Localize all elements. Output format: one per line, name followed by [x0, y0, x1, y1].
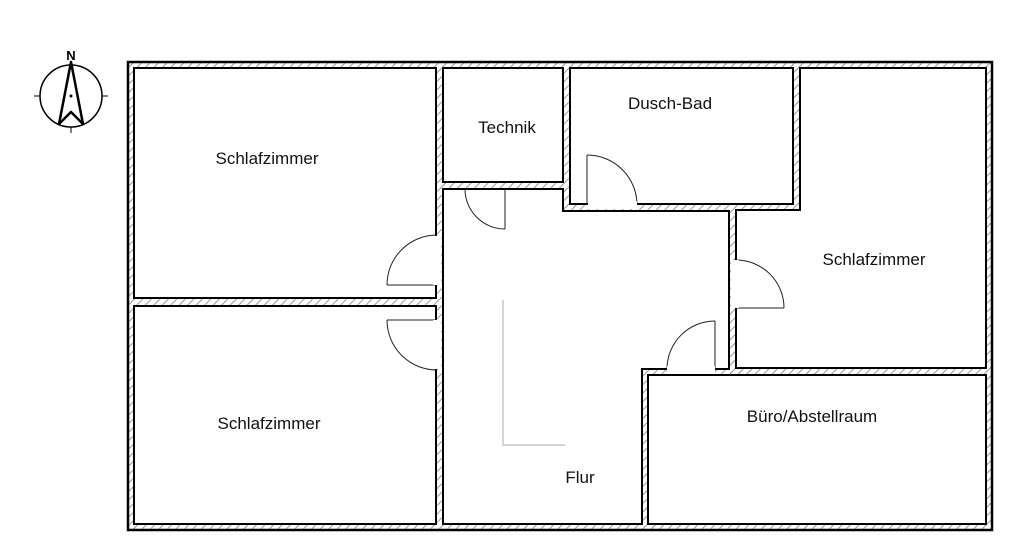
- door-bedroom-bottom-left: [386, 319, 441, 371]
- corridor-marking: [502, 300, 565, 446]
- room-bedroom-bottom-left: [133, 305, 437, 525]
- room-bedroom-top-left: [133, 67, 437, 299]
- label-bedroom-top-left: Schlafzimmer: [216, 149, 319, 168]
- door-bedroom-top-left: [386, 234, 441, 286]
- label-bedroom-bottom-left: Schlafzimmer: [218, 414, 321, 433]
- label-technik: Technik: [478, 118, 536, 137]
- label-dusch-bad: Dusch-Bad: [628, 94, 712, 113]
- room-bedroom-right: [735, 67, 987, 369]
- door-flur-right: [666, 320, 716, 374]
- door-dusch-bad: [586, 154, 638, 209]
- label-buero: Büro/Abstellraum: [747, 407, 877, 426]
- door-bedroom-right: [731, 259, 785, 309]
- room-buero: [647, 374, 987, 525]
- room-flur: [442, 188, 730, 525]
- north-arrow-icon: N: [34, 48, 108, 133]
- door-technik-flur: [464, 188, 506, 230]
- label-flur: Flur: [565, 468, 595, 487]
- room-technik: [442, 67, 564, 183]
- room-dusch-bad: [569, 67, 794, 205]
- label-bedroom-right: Schlafzimmer: [823, 250, 926, 269]
- north-label: N: [66, 48, 75, 63]
